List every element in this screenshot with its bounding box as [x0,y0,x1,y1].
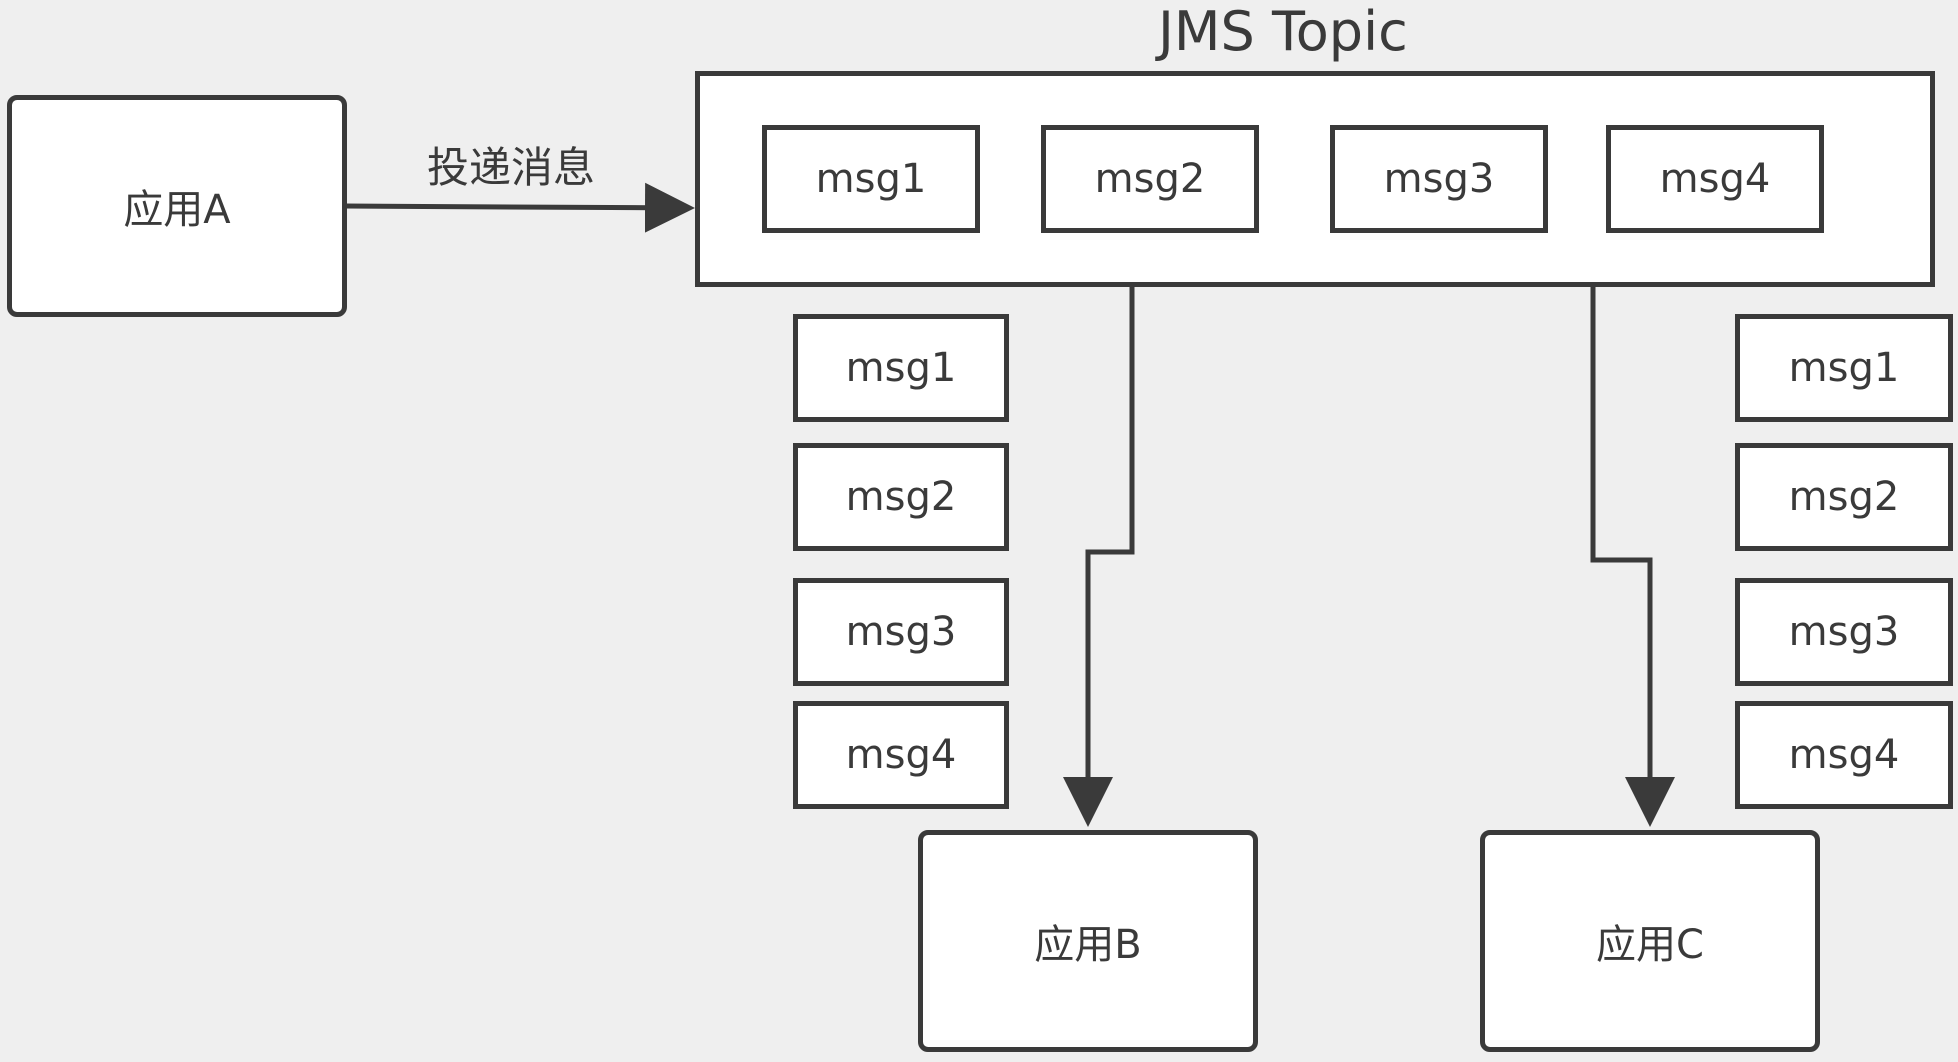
message-label: msg2 [845,474,957,520]
app-c-label: 应用C [1596,922,1704,968]
message-label: msg2 [1788,474,1900,520]
message-label: msg1 [1788,345,1900,391]
message-label: msg1 [845,345,957,391]
app-a: 应用A [7,95,347,317]
topic-message: msg1 [762,125,980,233]
arrow-topic-to-app-c [1590,286,1675,827]
arrow-app-a-to-topic [344,182,695,233]
app-c-message: msg4 [1735,701,1953,809]
app-b-message: msg4 [793,701,1009,809]
message-label: msg3 [1788,609,1900,655]
message-label: msg3 [1383,156,1495,202]
deliver-message-label: 投递消息 [427,143,596,192]
message-label: msg4 [845,732,957,778]
message-label: msg2 [1094,156,1206,202]
message-label: msg3 [845,609,957,655]
topic-title: JMS Topic [1158,0,1408,63]
message-label: msg4 [1788,732,1900,778]
app-b-message: msg3 [793,578,1009,686]
topic-message: msg2 [1041,125,1259,233]
app-b: 应用B [918,830,1258,1052]
app-a-label: 应用A [123,187,231,233]
app-b-message: msg2 [793,443,1009,551]
app-c-message: msg1 [1735,314,1953,422]
app-c: 应用C [1480,830,1820,1052]
message-label: msg4 [1659,156,1771,202]
message-label: msg1 [815,156,927,202]
arrow-topic-to-app-b [1063,272,1135,827]
app-b-label: 应用B [1034,922,1142,968]
app-c-message: msg2 [1735,443,1953,551]
app-b-message: msg1 [793,314,1009,422]
topic-message: msg4 [1606,125,1824,233]
app-c-message: msg3 [1735,578,1953,686]
topic-message: msg3 [1330,125,1548,233]
